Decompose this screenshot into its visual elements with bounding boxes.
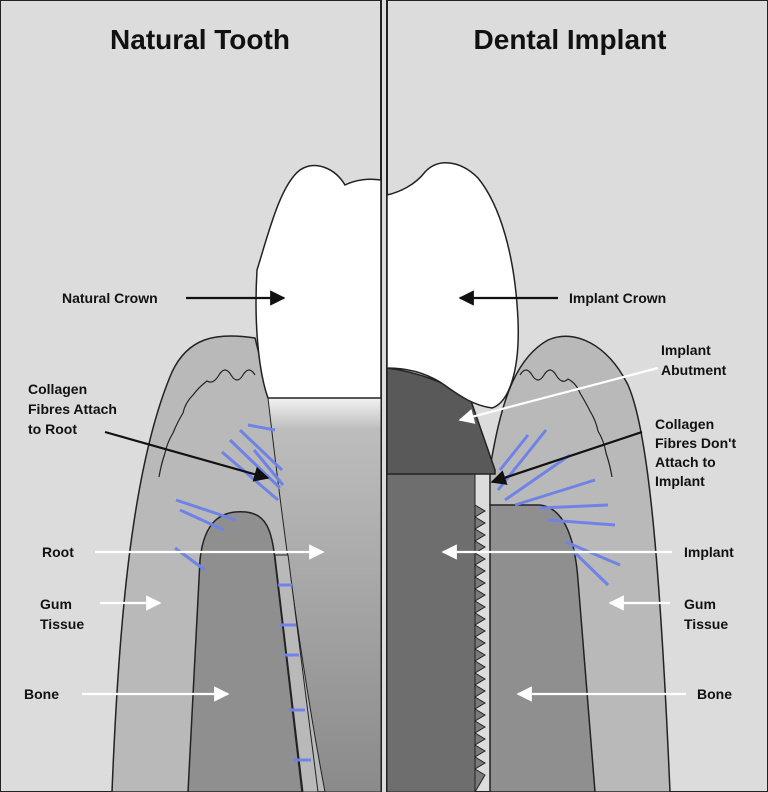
left-ligament-fibres [278, 583, 311, 762]
natural-crown-label: Natural Crown [62, 290, 158, 306]
right-collagen-label-line-4: Implant [655, 473, 705, 489]
implant-crown-label: Implant Crown [569, 290, 666, 306]
left-bone-label: Bone [24, 686, 59, 702]
left-periodontal-ligament [274, 554, 319, 792]
right-collagen-label-line-3: Attach to [655, 454, 716, 470]
collagen-label-line-2: Fibres Attach [28, 401, 117, 417]
collagen-label-line-3: to Root [28, 421, 77, 437]
left-gum-label-line-1: Gum [40, 596, 72, 612]
right-gum-scallops [519, 369, 613, 478]
right-bone [489, 504, 596, 792]
right-crown [386, 162, 520, 409]
root-label: Root [42, 544, 74, 560]
left-bone [187, 511, 303, 792]
collagen-label-line-1: Collagen [28, 381, 87, 397]
dental-implant-panel: Dental Implant Implant Crown Implant Abu… [386, 0, 768, 792]
abutment-label-line-2: Abutment [661, 362, 727, 378]
abutment-label-line-1: Implant [661, 342, 711, 358]
implant-body [386, 471, 476, 792]
right-panel-title: Dental Implant [474, 24, 667, 55]
right-collagen-label-line-1: Collagen [655, 416, 714, 432]
collagen-attach-arrow [104, 430, 270, 482]
collagen-dont-attach-arrow [490, 430, 643, 485]
right-gum-label-line-1: Gum [684, 596, 716, 612]
implant-label: Implant [684, 544, 734, 560]
abutment-arrow [458, 366, 659, 424]
right-collagen-label-line-2: Fibres Don't [655, 435, 736, 451]
right-gum-label-line-2: Tissue [684, 616, 728, 632]
right-collagen-fibres [496, 429, 621, 587]
natural-tooth-panel: Natural Tooth Natural Crown Collagen Fib… [0, 0, 382, 792]
left-crown [255, 164, 382, 399]
left-panel-title: Natural Tooth [110, 24, 290, 55]
right-bone-label: Bone [697, 686, 732, 702]
left-gum-label-line-2: Tissue [40, 616, 84, 632]
left-gum-scallops [158, 369, 256, 478]
